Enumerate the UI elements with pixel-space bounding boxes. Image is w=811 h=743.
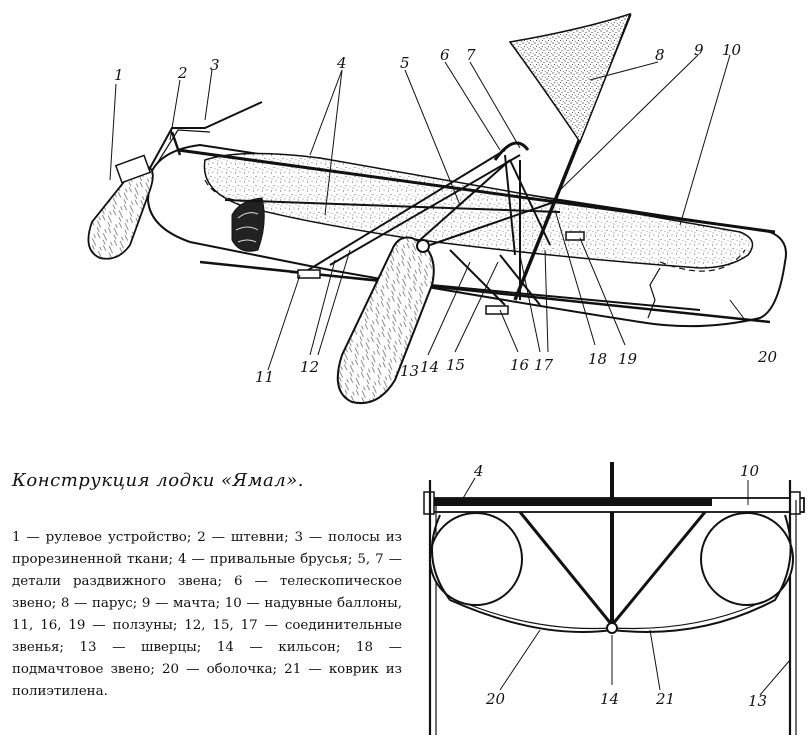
rudder-tiller <box>149 101 263 169</box>
sail <box>508 12 632 144</box>
label-9: 9 <box>694 41 704 59</box>
balloon-outline-stern <box>659 249 746 272</box>
label-11: 11 <box>255 368 274 386</box>
boat-cross-section: 4 10 20 14 21 13 <box>423 462 805 735</box>
label-14: 14 <box>420 358 439 376</box>
section-label-14: 14 <box>600 690 619 708</box>
rudder-blade <box>87 165 154 260</box>
stem-post <box>170 131 182 156</box>
label-10: 10 <box>722 41 742 59</box>
section-leader-lines <box>461 477 791 696</box>
section-label-10: 10 <box>740 462 760 480</box>
label-6: 6 <box>440 46 450 64</box>
balloon-left <box>429 512 523 606</box>
label-17: 17 <box>534 356 554 374</box>
label-16: 16 <box>510 356 530 374</box>
label-15: 15 <box>446 356 465 374</box>
bow-cutaway <box>231 197 265 252</box>
frame-links <box>224 149 701 311</box>
telescopic-link <box>493 141 530 161</box>
label-5: 5 <box>400 54 410 72</box>
slider-16 <box>485 305 509 315</box>
slider-19 <box>565 231 585 241</box>
slider-11 <box>297 269 321 279</box>
label-2: 2 <box>177 64 188 82</box>
section-label-4: 4 <box>473 462 484 480</box>
leader-lines <box>109 54 746 371</box>
label-20: 20 <box>757 348 778 366</box>
label-12: 12 <box>300 358 319 376</box>
label-4: 4 <box>336 54 347 72</box>
label-3: 3 <box>210 56 220 74</box>
label-18: 18 <box>588 350 607 368</box>
label-1: 1 <box>114 66 124 84</box>
label-7: 7 <box>466 46 476 64</box>
label-8: 8 <box>655 46 665 64</box>
label-19: 19 <box>618 350 638 368</box>
rudder-head <box>114 154 152 184</box>
section-label-20: 20 <box>485 690 506 708</box>
section-label-21: 21 <box>655 690 675 708</box>
section-label-13: 13 <box>748 692 767 710</box>
boat-perspective-view: 1 2 3 4 5 6 7 8 9 10 11 12 13 14 15 16 1… <box>87 12 787 404</box>
leeboard <box>336 236 435 404</box>
label-13: 13 <box>400 362 419 380</box>
figure-legend: 1 — рулевое устройство; 2 — штевни; 3 — … <box>12 530 402 699</box>
leeboard-pivot <box>416 239 430 253</box>
section-keelson <box>606 622 618 634</box>
figure-title: Конструкция лодки «Ямал». <box>12 470 304 491</box>
section-brace-left <box>518 511 614 626</box>
balloon-right <box>700 512 794 606</box>
section-brace-right <box>610 511 707 626</box>
balloon-outline-bow <box>204 179 251 203</box>
shell-tear <box>647 267 661 319</box>
